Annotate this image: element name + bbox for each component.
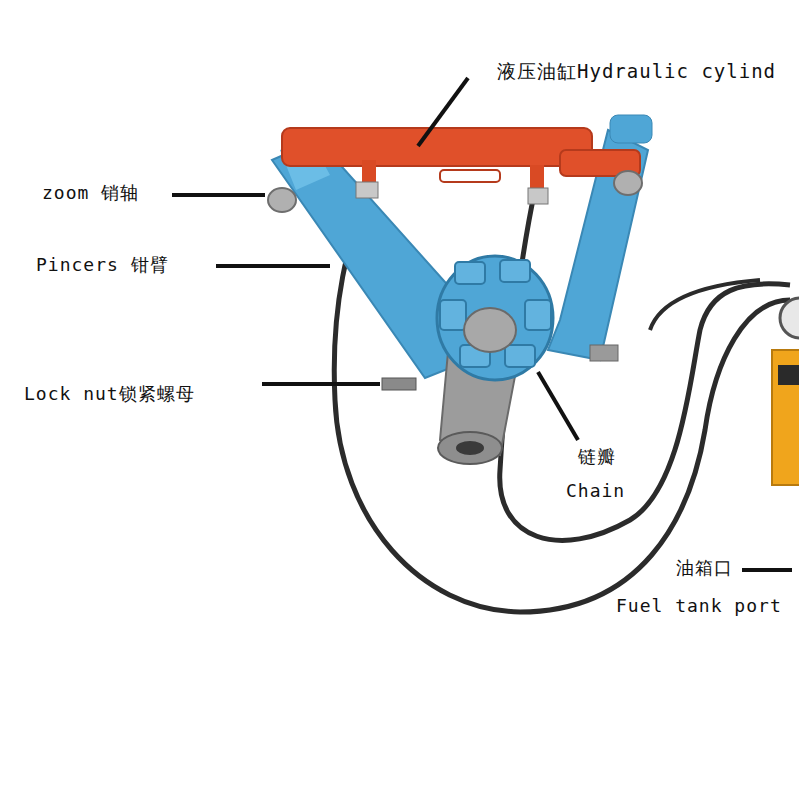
leader-line [172, 193, 265, 197]
chain-links [437, 256, 553, 380]
oil-tank [778, 365, 799, 385]
pin-shaft [614, 171, 642, 195]
pipe [438, 432, 502, 464]
chain-link [455, 262, 485, 284]
leader-line [742, 568, 792, 572]
pressure-gauge [780, 298, 799, 338]
pipe [456, 441, 484, 455]
chain-link [525, 300, 551, 330]
leader-line [262, 382, 380, 386]
pipe [464, 308, 516, 352]
oil-tank [772, 350, 799, 485]
part-label: Lock nut锁紧螺母 [24, 383, 195, 405]
part-label: Pincers 钳臂 [36, 254, 169, 276]
hose-fitting [356, 182, 378, 198]
part-label: 油箱口 [676, 557, 733, 579]
leader-line [418, 78, 468, 146]
lock-nut [382, 378, 416, 390]
leader-line [538, 372, 578, 440]
lock-nut [590, 345, 618, 361]
cylinder-cap [610, 115, 652, 143]
cylinder-handle [440, 170, 500, 182]
leader-line [216, 264, 330, 268]
part-label: 液压油缸Hydraulic cylind [497, 60, 776, 83]
chain-link [440, 300, 466, 330]
pincer-arm [548, 130, 648, 360]
hose-fitting [528, 188, 548, 204]
chain-link [500, 260, 530, 282]
hydraulic-cylinder [282, 128, 592, 166]
part-label: zoom 销轴 [42, 182, 139, 204]
hose [500, 190, 790, 540]
part-label: 链瓣 [578, 446, 616, 468]
hose [650, 280, 760, 330]
part-label: Chain [566, 480, 625, 502]
pin-shaft [268, 188, 296, 212]
part-label: Fuel tank port [616, 595, 782, 617]
chain-link [505, 345, 535, 367]
